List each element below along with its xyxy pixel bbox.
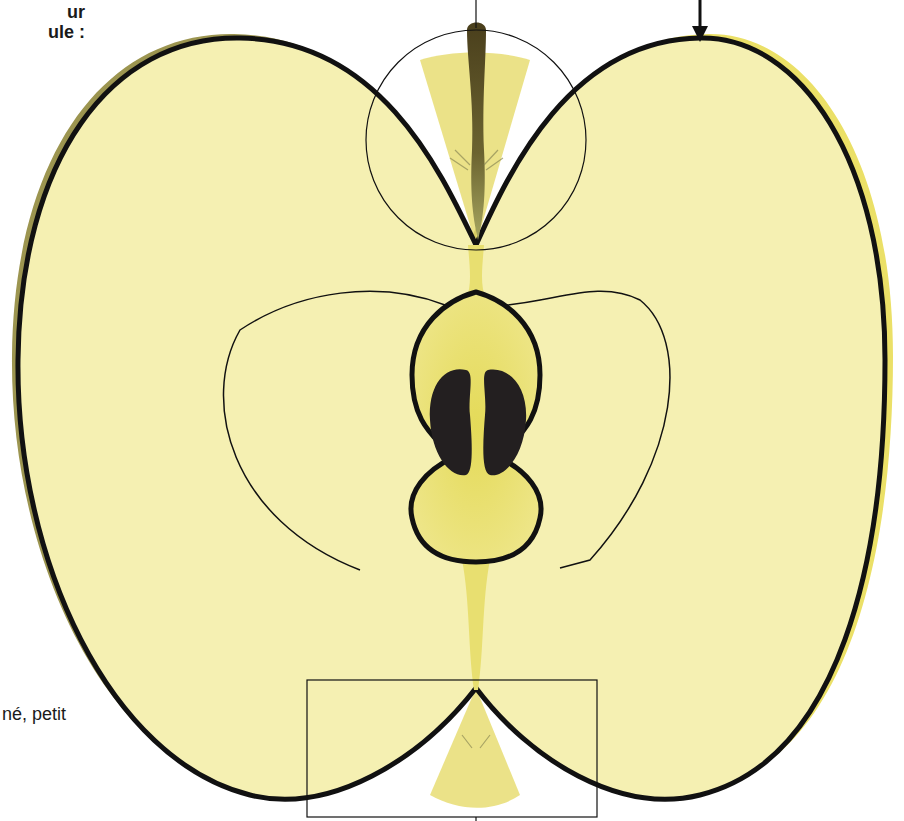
apple-core (411, 292, 541, 562)
leader-line (475, 817, 476, 821)
leader-line (475, 0, 476, 28)
seed (483, 370, 526, 476)
zoom-circle (366, 30, 586, 250)
text-label: né, petit (2, 704, 66, 724)
apple-flesh (18, 38, 885, 799)
arrow-head (692, 26, 708, 42)
seed (430, 369, 472, 475)
apple-stem (467, 23, 486, 241)
text-label: ule : (48, 22, 85, 42)
leader-arrow (699, 0, 702, 28)
text-label: ur (67, 2, 85, 22)
zoom-box (307, 680, 597, 817)
